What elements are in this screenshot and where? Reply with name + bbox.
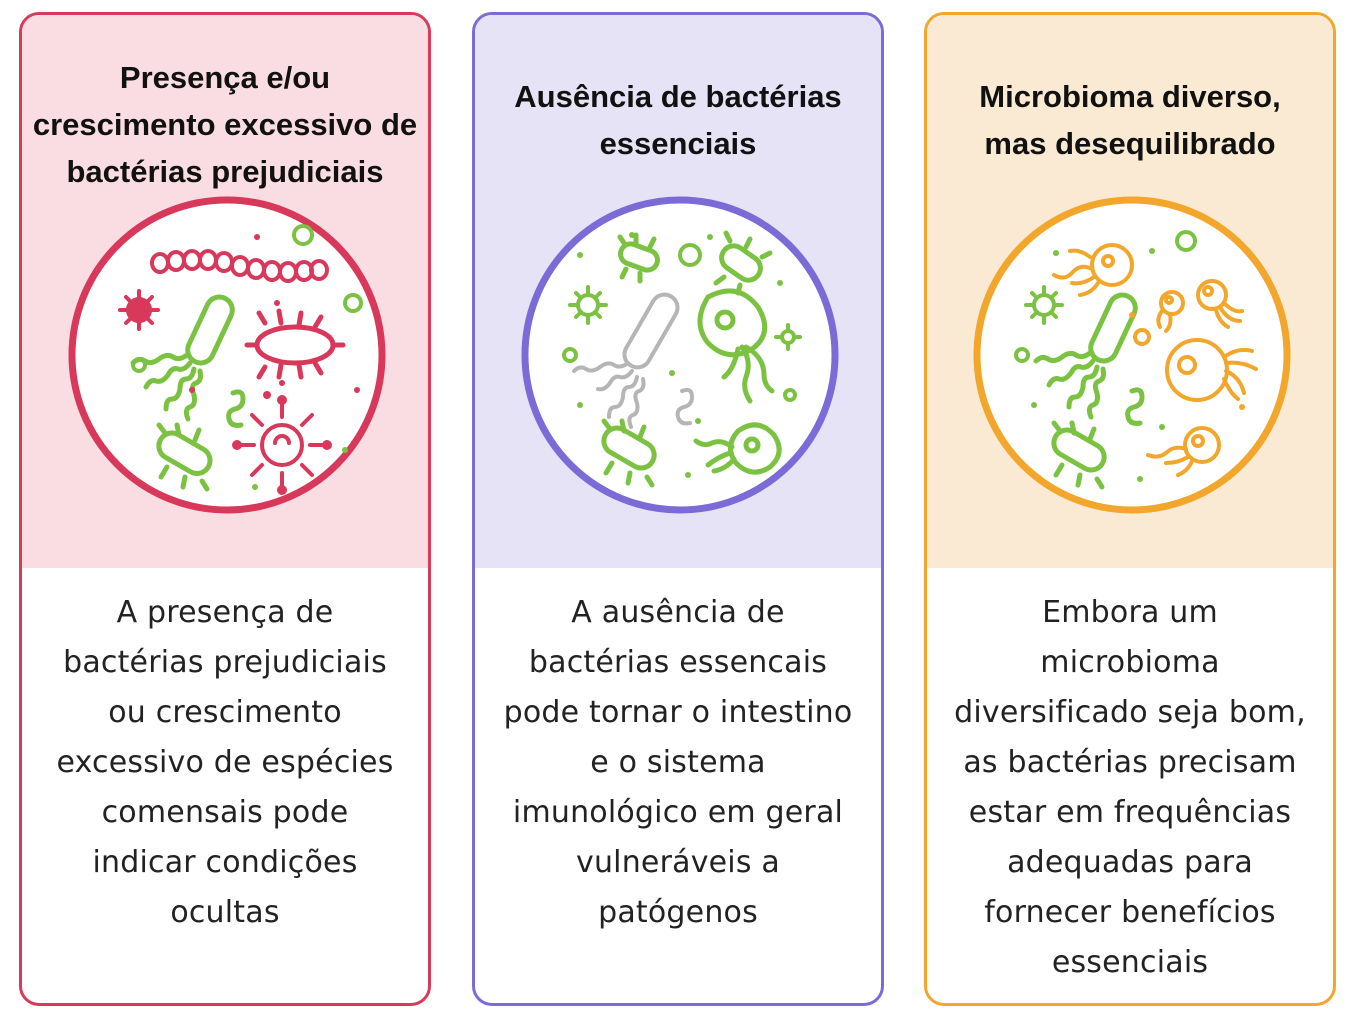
card-description: A presença de bactérias prejudiciais ou … bbox=[56, 595, 394, 930]
card-title: Microbioma diverso, mas desequilibrado bbox=[979, 79, 1281, 161]
card-harmful-bacteria: Presença e/ou crescimento excessivo de b… bbox=[19, 12, 431, 1006]
bacteria-dish-red-icon bbox=[68, 196, 386, 514]
card-title: Ausência de bactérias essenciais bbox=[514, 79, 842, 161]
card-unbalanced-microbiome: Microbioma diverso, mas desequilibrado bbox=[924, 12, 1336, 1006]
card-title: Presença e/ou crescimento excessivo de b… bbox=[32, 60, 418, 189]
bacteria-dish-purple-icon bbox=[521, 196, 839, 514]
card-missing-bacteria: Ausência de bactérias essenciais bbox=[472, 12, 884, 1006]
card-description: Embora um microbioma diversificado seja … bbox=[954, 595, 1306, 980]
bacteria-dish-orange-icon bbox=[973, 196, 1291, 514]
card-description: A ausência de bactérias essencais pode t… bbox=[503, 595, 853, 930]
